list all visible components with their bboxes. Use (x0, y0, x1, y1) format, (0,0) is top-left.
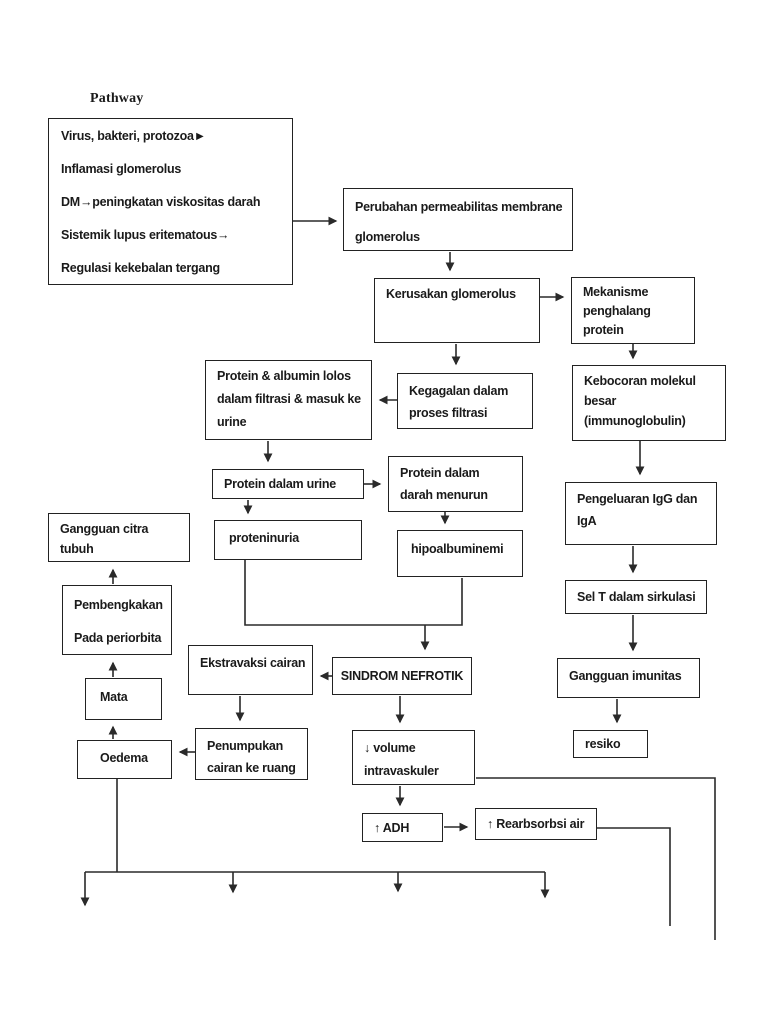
node-hipoalbuminemi: hipoalbuminemi (397, 530, 523, 577)
line-rearbsorbsi-drop (597, 827, 671, 926)
node-etiology: Virus, bakteri, protozoa► Inflamasi glom… (48, 118, 293, 285)
node-sel-t-sirkulasi: Sel T dalam sirkulasi (565, 580, 707, 614)
page-title: Pathway (90, 91, 144, 106)
line-volume-drop (476, 777, 716, 940)
node-pembengkakan-periorbita: Pembengkakan Pada periorbita (62, 585, 172, 655)
node-volume-intravaskuler: ↓ volume intravaskuler (352, 730, 475, 785)
node-mekanisme-penghalang: Mekanisme penghalang protein (571, 277, 695, 344)
node-gangguan-citra-tubuh: Gangguan citra tubuh (48, 513, 190, 562)
node-resiko: resiko (573, 730, 648, 758)
node-ekstravaksi-cairan: Ekstravaksi cairan (188, 645, 313, 695)
node-protein-darah-menurun: Protein dalam darah menurun (388, 456, 523, 512)
node-sindrom-nefrotik: SINDROM NEFROTIK (332, 657, 472, 695)
node-protein-albumin-lolos: Protein & albumin lolos dalam filtrasi &… (205, 360, 372, 440)
junction-proteninuria-hipoalbuminemi (244, 559, 463, 626)
node-adh: ↑ ADH (362, 813, 443, 842)
node-pengeluaran-igg-iga: Pengeluaran IgG dan IgA (565, 482, 717, 545)
node-penumpukan-cairan: Penumpukan cairan ke ruang (195, 728, 308, 780)
node-kebocoran-molekul: Kebocoran molekul besar (immunoglobulin) (572, 365, 726, 441)
node-protein-dalam-urine: Protein dalam urine (212, 469, 364, 499)
node-rearbsorbsi-air: ↑ Rearbsorbsi air (475, 808, 597, 840)
node-oedema: Oedema (77, 740, 172, 779)
node-kegagalan-filtrasi: Kegagalan dalam proses filtrasi (397, 373, 533, 429)
node-kerusakan-glomerolus: Kerusakan glomerolus (374, 278, 540, 343)
node-mata: Mata (85, 678, 162, 720)
node-perubahan-permeabilitas: Perubahan permeabilitas membrane glomero… (343, 188, 573, 251)
node-gangguan-imunitas: Gangguan imunitas (557, 658, 700, 698)
node-proteninuria: proteninuria (214, 520, 362, 560)
